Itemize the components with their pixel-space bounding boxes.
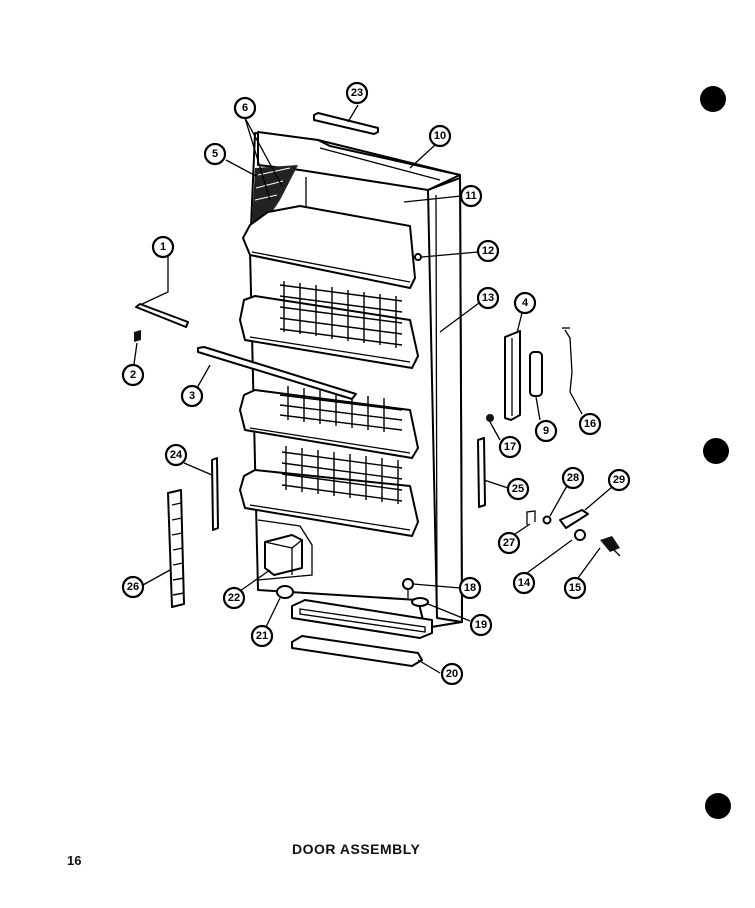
callout-2: 2 bbox=[121, 363, 145, 387]
clip-part bbox=[134, 330, 141, 342]
wire-part bbox=[135, 270, 189, 328]
door-bottom bbox=[257, 519, 313, 581]
callout-26: 26 bbox=[121, 575, 145, 599]
svg-text:27: 27 bbox=[503, 537, 515, 549]
callout-15: 15 bbox=[563, 576, 587, 600]
plug-part bbox=[276, 585, 294, 599]
shelf-top bbox=[242, 205, 416, 289]
top-hinge-bar bbox=[313, 112, 379, 135]
handle-part bbox=[562, 327, 573, 393]
callout-22: 22 bbox=[222, 586, 246, 610]
binder-hole-middle bbox=[703, 438, 729, 464]
callout-21: 21 bbox=[250, 624, 274, 648]
svg-text:14: 14 bbox=[518, 577, 531, 589]
svg-text:23: 23 bbox=[351, 87, 363, 99]
svg-text:19: 19 bbox=[475, 619, 487, 631]
svg-text:16: 16 bbox=[584, 418, 596, 430]
diagram-title: DOOR ASSEMBLY bbox=[292, 841, 421, 857]
handle-cover bbox=[529, 351, 543, 397]
screw-part bbox=[414, 253, 422, 261]
binder-hole-top bbox=[700, 86, 726, 112]
callout-28: 28 bbox=[561, 466, 585, 490]
callout-18: 18 bbox=[458, 576, 482, 600]
svg-text:9: 9 bbox=[543, 425, 549, 437]
callout-23: 23 bbox=[345, 81, 369, 105]
svg-text:10: 10 bbox=[434, 130, 446, 142]
grommet-part bbox=[486, 414, 494, 422]
svg-text:4: 4 bbox=[522, 297, 529, 309]
svg-text:15: 15 bbox=[569, 582, 581, 594]
callout-10: 10 bbox=[428, 124, 452, 148]
door-gaskets bbox=[291, 599, 433, 667]
side-strip-right bbox=[477, 437, 486, 508]
svg-text:5: 5 bbox=[212, 148, 218, 160]
callout-24: 24 bbox=[164, 443, 188, 467]
svg-text:3: 3 bbox=[189, 390, 195, 402]
callout-27: 27 bbox=[497, 531, 521, 555]
side-strip-left bbox=[211, 457, 219, 531]
callout-13: 13 bbox=[476, 286, 500, 310]
callout-6: 6 bbox=[233, 96, 257, 120]
callout-1: 1 bbox=[151, 235, 175, 259]
callout-19: 19 bbox=[469, 613, 493, 637]
wire-grid-upper bbox=[279, 281, 403, 348]
callout-17: 17 bbox=[498, 435, 522, 459]
svg-text:21: 21 bbox=[256, 630, 268, 642]
svg-text:28: 28 bbox=[567, 472, 579, 484]
callout-25: 25 bbox=[506, 477, 530, 501]
svg-text:2: 2 bbox=[130, 369, 136, 381]
callout-16: 16 bbox=[578, 412, 602, 436]
gasket-strip bbox=[167, 489, 185, 608]
callout-14: 14 bbox=[512, 571, 536, 595]
svg-text:1: 1 bbox=[160, 241, 166, 253]
page-number: 16 bbox=[67, 853, 82, 868]
svg-text:6: 6 bbox=[242, 102, 248, 114]
wire-grid-middle bbox=[279, 386, 403, 432]
callout-29: 29 bbox=[607, 468, 631, 492]
callout-4: 4 bbox=[513, 291, 537, 315]
callout-12: 12 bbox=[476, 239, 500, 263]
callout-20: 20 bbox=[440, 662, 464, 686]
callout-9: 9 bbox=[534, 419, 558, 443]
svg-text:24: 24 bbox=[170, 449, 183, 461]
wire-grid-lower bbox=[281, 446, 403, 504]
svg-text:13: 13 bbox=[482, 292, 494, 304]
svg-text:26: 26 bbox=[127, 581, 139, 593]
lock-parts bbox=[526, 509, 621, 557]
svg-text:29: 29 bbox=[613, 474, 625, 486]
binder-hole-bottom bbox=[705, 793, 731, 819]
shelf-strip bbox=[197, 346, 357, 400]
svg-text:11: 11 bbox=[465, 190, 477, 202]
svg-text:12: 12 bbox=[482, 245, 494, 257]
callout-5: 5 bbox=[203, 142, 227, 166]
svg-text:22: 22 bbox=[228, 592, 240, 604]
callout-11: 11 bbox=[459, 184, 483, 208]
leader-lines bbox=[133, 104, 613, 674]
callout-3: 3 bbox=[180, 384, 204, 408]
svg-text:17: 17 bbox=[504, 441, 516, 453]
bracket-part bbox=[504, 330, 521, 421]
svg-text:18: 18 bbox=[464, 582, 476, 594]
svg-text:20: 20 bbox=[446, 668, 458, 680]
svg-text:25: 25 bbox=[512, 483, 524, 495]
